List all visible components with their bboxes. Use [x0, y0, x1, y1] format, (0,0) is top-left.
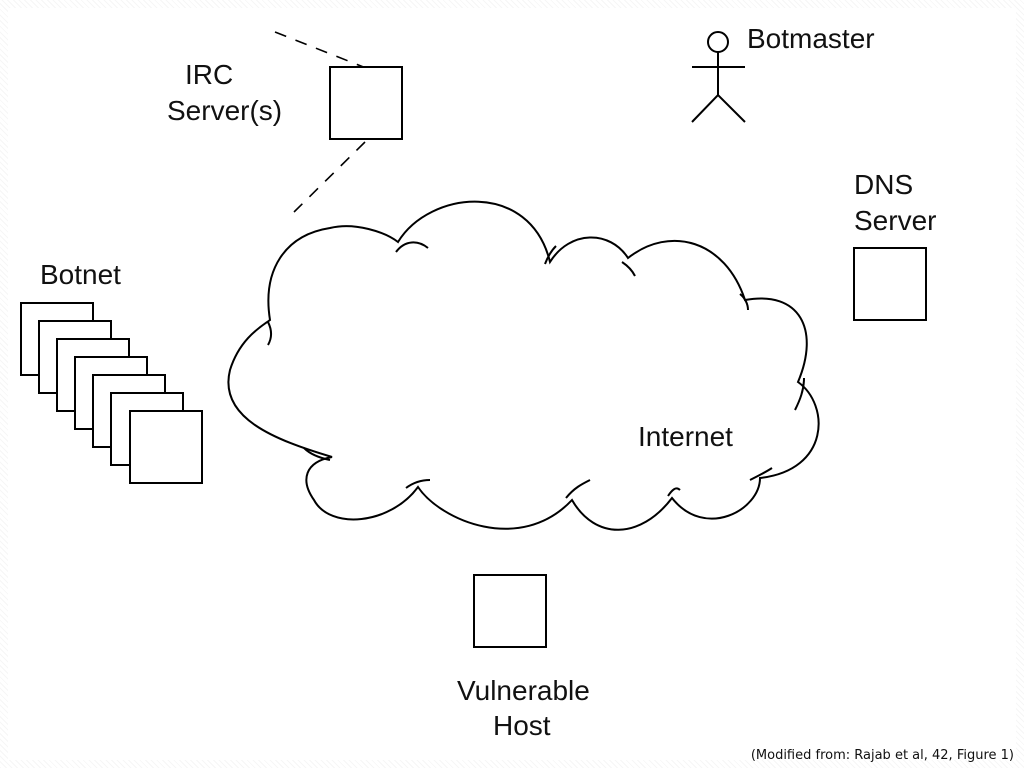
botnet-label: Botnet: [40, 259, 121, 290]
cloud-outline: [227, 200, 820, 531]
cloud-arc: [267, 321, 272, 346]
irc-server-label-line1: IRC: [185, 59, 233, 90]
cloud-arc: [749, 467, 773, 481]
cloud-arc: [739, 293, 749, 311]
cloud-arc: [621, 261, 636, 277]
botmaster-head: [707, 31, 729, 53]
cloud-arc: [667, 487, 681, 497]
vulnerable-host-box: [473, 574, 547, 648]
cloud-arc: [303, 447, 331, 461]
source-caption: (Modified from: Rajab et al, 42, Figure …: [751, 748, 1014, 763]
dns-server-label-line2: Server: [854, 205, 936, 236]
cloud-arc: [405, 479, 431, 489]
irc-link-bottom: [293, 141, 366, 213]
botmaster-legs: [691, 93, 746, 123]
botmaster-figure: [691, 31, 746, 123]
cloud-arc: [395, 241, 429, 253]
cloud-arc: [794, 377, 805, 411]
cloud-arc: [565, 479, 591, 499]
irc-link-top: [274, 31, 367, 69]
cloud-arc: [544, 245, 557, 265]
irc-server-label-line2: Server(s): [167, 95, 282, 126]
irc-server-box: [329, 66, 403, 140]
vulnerable-host-label-line1: Vulnerable: [457, 675, 590, 706]
vulnerable-host-label-line2: Host: [493, 710, 551, 741]
dns-server-box: [853, 247, 927, 321]
botmaster-label: Botmaster: [747, 23, 875, 54]
internet-cloud: Internet: [227, 200, 820, 531]
botnet-stack: [20, 302, 203, 484]
bot-box: [129, 410, 203, 484]
internet-label: Internet: [638, 421, 733, 452]
dns-server-label-line1: DNS: [854, 169, 913, 200]
